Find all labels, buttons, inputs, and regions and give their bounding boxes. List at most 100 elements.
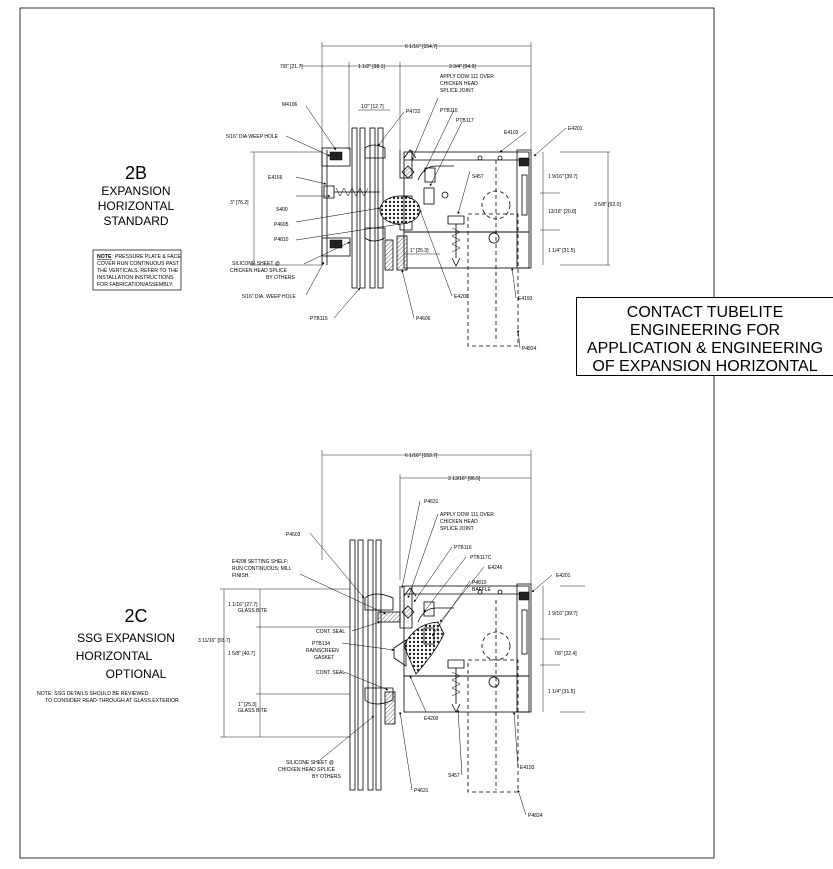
detail-2b-title-3: STANDARD [103,214,168,228]
callout-2c-ptb134-1: PTB134 [312,641,330,647]
detail-2b-note-box [92,249,182,291]
detail-2b-title-1: EXPANSION [101,184,170,198]
callout-p4722: P4722 [406,109,421,115]
callout-2c-p4603: P4603 [286,532,301,538]
callout-2c-e4208-1: E4208 SETTING SHELF; [232,559,288,565]
dim-2c-overall: 6 1/16" [153.7] [405,453,438,459]
detail-2b: 6 1/16" [154.7] 7/8" [21.7] 1 1/2" [38.1… [92,42,621,352]
callout-2c-baffle: BAFFLE [472,587,492,593]
callout-e4166: E4166 [268,175,283,181]
detail-2c-title-1: SSG EXPANSION [77,631,175,645]
callout-2c-p4824: P4824 [528,813,543,819]
callout-2c-e4201: E4201 [556,573,571,579]
callout-2c-ptb116: PTB116 [454,545,472,551]
detail-2c: 6 1/16" [153.7] 3 13/16" [96.5] 1 1/16" … [37,450,585,819]
callout-2c-p4631-bot: P4631 [414,788,429,794]
dim-2c-l1: 1 1/16" [27.7] [228,602,258,608]
contact-tubelite-box: CONTACT TUBELITE ENGINEERING FOR APPLICA… [576,297,833,376]
callout-p4606: P4606 [416,316,431,322]
callout-silicone-2: CHICKEN HEAD SPLICE [230,268,288,274]
callout-e4201: E4201 [568,126,583,132]
callout-2c-ptb117c: PTB117C [470,555,492,561]
callout-p4810: P4810 [274,237,289,243]
dim-2c-l3: 1" [25.3] [238,702,257,708]
detail-2c-title-2: HORIZONTAL [76,649,153,663]
dim-left-height: 3" [76.2] [230,200,249,206]
detail-2b-note-2: COVER RUN CONTINUOUS PAST [97,261,180,267]
callout-ptb116: PTB116 [440,108,458,114]
callout-2c-s457: S457 [448,773,460,779]
detail-2c-note-1: NOTE: SSG DETAILS SHOULD BE REVIEWED [37,691,149,697]
callout-2c-ptb134-2: RAINSCREEN [306,648,339,654]
callout-p4824: P4824 [522,346,537,352]
detail-2c-title-3: OPTIONAL [106,667,167,681]
detail-2c-note-2: TO CONSIDER READ-THROUGH AT GLASS EXTERI… [45,698,179,704]
callout-ptb115: PTB115 [310,316,328,322]
callout-e4103: E4103 [504,130,519,136]
dim-r1: 1 9/16" [39.7] [548,174,578,180]
callout-2c-p4810: P4810 [472,580,487,586]
callout-2c-p4631-top: P4631 [424,499,439,505]
callout-2c-silicone-3: BY OTHERS [312,774,341,780]
callout-2c-e4246: E4246 [488,565,503,571]
callout-2c-e4208-2: RUN CONTINUOUS; MILL [232,566,292,572]
dim-2c-l3b: GLASS BITE [238,708,268,714]
dim-2c-r1: 1 9/16" [39.7] [548,611,578,617]
contact-line-4: OF EXPANSION HORIZONTAL [592,358,818,375]
callout-e4200: E4200 [454,294,469,300]
detail-2b-note-5: FOR FABRICATION/ASSEMBLY. [97,282,173,288]
callout-ptb117: PTB117 [456,118,474,124]
callout-2c-dow-3: SPLICE JOINT [440,526,474,532]
dim-2c-l2: 1 5/8" [40.7] [228,651,255,657]
callout-dow-2: CHICKEN HEAD [440,81,478,87]
detail-2b-note-4: INSTALLATION INSTRUCTIONS [97,275,174,281]
callout-e4193: E4193 [518,296,533,302]
callout-dow-1: APPLY DOW 111 OVER [440,74,494,80]
detail-2c-id: 2C [124,606,147,626]
callout-2c-silicone-1: SILICONE SHEET @ [286,760,334,766]
callout-dow-3: SPLICE JOINT [440,88,474,94]
dim-2c-left-height: 3 11/16" [93.7] [198,638,231,644]
dim-inner: 1" [25.3] [410,248,429,254]
callout-s5400: S400 [276,207,288,213]
callout-2c-dow-1: APPLY DOW 111 OVER [440,512,494,518]
contact-line-2: ENGINEERING FOR [629,322,781,339]
callout-weep-top: 5/16" DIA WEEP HOLE [226,134,279,140]
contact-line-1: CONTACT TUBELITE [626,304,784,321]
detail-2b-title-2: HORIZONTAL [98,199,175,213]
dim-2c-l1b: GLASS BITE [238,608,268,614]
callout-s457: S457 [472,174,484,180]
callout-p4605: P4605 [274,222,289,228]
callout-weep-bot: 5/16" DIA. WEEP HOLE [242,294,296,300]
detail-2b-note-label: NOTE [97,254,112,260]
callout-silicone-1: SILICONE SHEET @ [232,261,280,267]
detail-2b-id: 2B [125,163,147,183]
dim-d1: 7/8" [21.7] [280,64,303,70]
callout-silicone-3: BY OTHERS [266,275,295,281]
callout-2c-seal-top: CONT. SEAL [316,629,345,635]
dim-2c-r3: 1 1/4" [31.5] [548,689,575,695]
callout-2c-dow-2: CHICKEN HEAD [440,519,478,525]
dim-r2: 13/16" [20.8] [548,209,577,215]
detail-2b-note-3: THE VERTICALS. REFER TO THE [97,268,179,274]
callout-2c-silicone-2: CHICKEN HEAD SPLICE [278,767,336,773]
callout-m4106: M4106 [282,102,298,108]
dim-d3: 3 3/4" [94.9] [449,64,476,70]
callout-2c-e4208-3: FINISH. [232,573,250,579]
detail-2b-note-1: : PRESSURE PLATE & FACE [112,254,181,260]
dim-overall: 6 1/16" [154.7] [405,44,438,50]
dim-right-height: 3 5/8" [92.0] [594,202,621,208]
dim-2c-d1: 3 13/16" [96.5] [448,476,481,482]
callout-2c-seal-bot: CONT. SEAL [316,670,345,676]
dim-2c-r2: 7/8" [22.4] [554,651,577,657]
dim-r3: 1 1/4" [31.5] [548,248,575,254]
callout-2c-ptb134-3: GASKET [314,655,334,661]
sheet-border [19,7,715,859]
callout-2c-e4193: E4193 [520,765,535,771]
dim-d2: 1 1/2" [38.1] [358,64,385,70]
contact-line-3: APPLICATION & ENGINEERING [586,340,824,357]
dim-d4: 1/2" [12.7] [361,104,384,110]
callout-2c-e4200: E4200 [424,716,439,722]
